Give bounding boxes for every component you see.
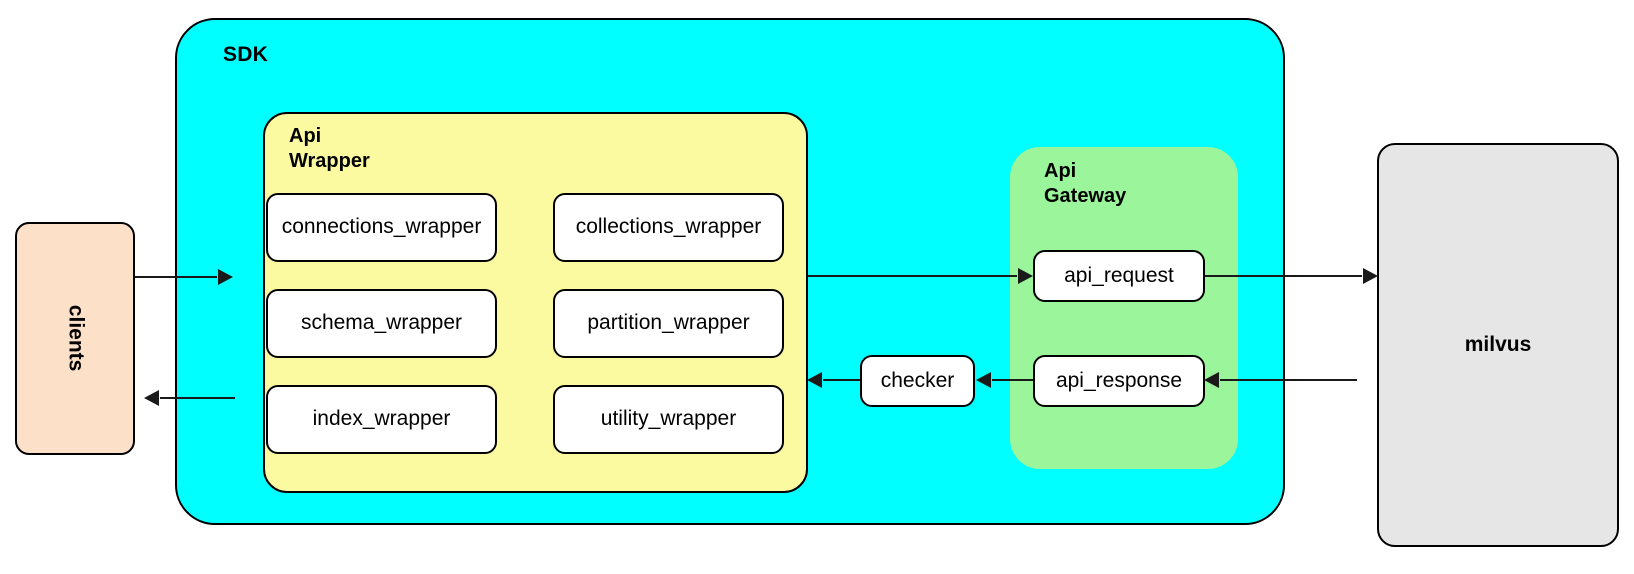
module-partition-wrapper[interactable]: partition_wrapper [553,289,784,358]
milvus-node[interactable]: milvus [1377,143,1619,547]
module-label: schema_wrapper [300,311,463,335]
clients-node[interactable]: clients [15,222,135,455]
module-utility-wrapper[interactable]: utility_wrapper [553,385,784,454]
module-schema-wrapper[interactable]: schema_wrapper [266,289,497,358]
module-label: utility_wrapper [600,407,737,431]
module-label: collections_wrapper [575,215,762,239]
arrow-api-request-to-milvus [1205,275,1362,278]
arrow-api-response-to-checker [992,379,1033,382]
module-index-wrapper[interactable]: index_wrapper [266,385,497,454]
arrow-checker-to-api-wrapper [823,379,860,382]
arrow-api-wrapper-to-clients [160,397,235,400]
checker-node[interactable]: checker [860,355,975,407]
api-response-label: api_response [1055,368,1183,392]
api-request-label: api_request [1064,263,1174,287]
api-gateway-label: Api Gateway [1044,160,1127,207]
milvus-label: milvus [1464,332,1532,356]
arrow-milvus-to-api-response [1220,379,1357,382]
module-connections-wrapper[interactable]: connections_wrapper [266,193,497,262]
module-label: index_wrapper [312,407,451,431]
api-request-node[interactable]: api_request [1033,250,1205,302]
module-label: partition_wrapper [587,311,750,335]
arrow-clients-to-api-wrapper [135,276,217,279]
module-collections-wrapper[interactable]: collections_wrapper [553,193,784,262]
module-label: connections_wrapper [281,215,482,239]
api-gateway-group[interactable]: Api Gateway [1010,147,1238,469]
checker-label: checker [880,368,955,392]
arrow-api-wrapper-to-api-gateway [808,275,1017,278]
api-wrapper-label: Api Wrapper [289,125,370,172]
api-response-node[interactable]: api_response [1033,355,1205,407]
clients-label: clients [64,305,88,372]
sdk-label: SDK [223,43,268,66]
